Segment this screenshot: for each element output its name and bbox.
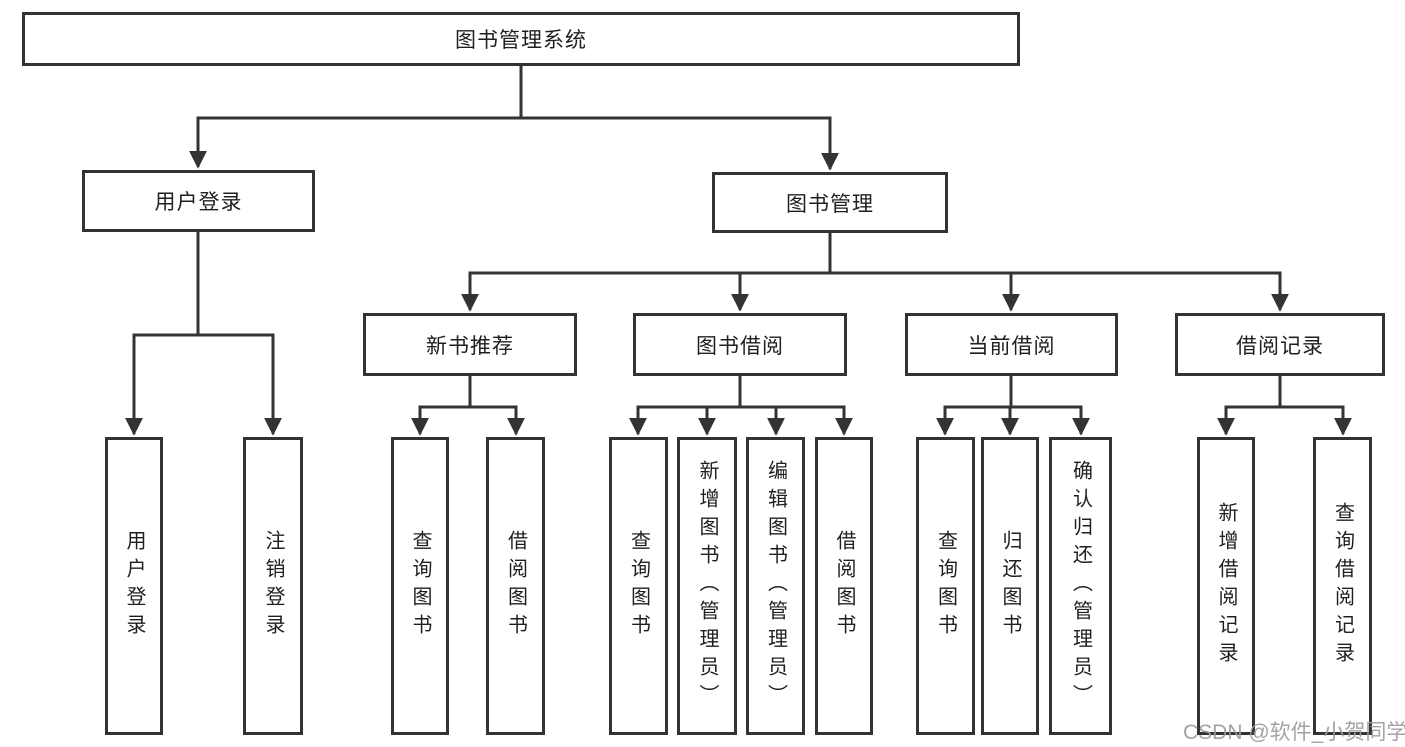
leaf-current-query-book-label: 查询图书 <box>934 530 957 642</box>
leaf-logout-login: 注销登录 <box>243 437 303 735</box>
leaf-confirm-return-admin: 确认归还（管理员） <box>1049 437 1112 735</box>
node-new-book-recommend-label: 新书推荐 <box>426 334 514 358</box>
node-user-login-label: 用户登录 <box>154 191 243 214</box>
leaf-add-borrow-record-label: 新增借阅记录 <box>1215 502 1237 670</box>
leaf-borrow-query-book: 查询图书 <box>609 437 668 735</box>
leaf-query-borrow-record-label: 查询借阅记录 <box>1331 502 1354 670</box>
leaf-user-login: 用户登录 <box>105 437 163 735</box>
csdn-watermark: CSDN @软件_小贺同学 <box>1183 721 1405 744</box>
leaf-add-book-admin: 新增图书（管理员） <box>677 437 737 735</box>
leaf-user-login-label: 用户登录 <box>123 530 145 642</box>
leaf-newbook-query-book: 查询图书 <box>391 437 449 735</box>
leaf-return-book-label: 归还图书 <box>999 530 1021 642</box>
node-book-borrow: 图书借阅 <box>633 313 847 376</box>
node-user-login: 用户登录 <box>82 170 315 232</box>
leaf-edit-book-admin-label: 编辑图书（管理员） <box>764 460 787 712</box>
leaf-edit-book-admin: 编辑图书（管理员） <box>746 437 805 735</box>
leaf-newbook-query-book-label: 查询图书 <box>409 530 431 642</box>
leaf-logout-login-label: 注销登录 <box>262 530 284 642</box>
leaf-return-book: 归还图书 <box>981 437 1039 735</box>
leaf-newbook-borrow-book-label: 借阅图书 <box>504 530 527 642</box>
leaf-newbook-borrow-book: 借阅图书 <box>486 437 545 735</box>
node-borrow-record-label: 借阅记录 <box>1236 334 1324 358</box>
leaf-add-borrow-record: 新增借阅记录 <box>1197 437 1255 735</box>
node-borrow-record: 借阅记录 <box>1175 313 1385 376</box>
node-book-mgmt: 图书管理 <box>712 172 948 233</box>
leaf-confirm-return-admin-label: 确认归还（管理员） <box>1069 460 1092 712</box>
node-current-borrow: 当前借阅 <box>905 313 1118 376</box>
node-new-book-recommend: 新书推荐 <box>363 313 577 376</box>
leaf-query-borrow-record: 查询借阅记录 <box>1313 437 1372 735</box>
leaf-borrow-borrow-book: 借阅图书 <box>815 437 873 735</box>
node-book-mgmt-label: 图书管理 <box>786 192 874 216</box>
node-root: 图书管理系统 <box>22 12 1020 66</box>
leaf-current-query-book: 查询图书 <box>916 437 975 735</box>
node-root-label: 图书管理系统 <box>455 29 587 52</box>
leaf-borrow-borrow-book-label: 借阅图书 <box>833 530 855 642</box>
node-current-borrow-label: 当前借阅 <box>967 334 1056 358</box>
leaf-borrow-query-book-label: 查询图书 <box>627 530 650 642</box>
node-book-borrow-label: 图书借阅 <box>696 334 784 358</box>
leaf-add-book-admin-label: 新增图书（管理员） <box>696 460 718 712</box>
